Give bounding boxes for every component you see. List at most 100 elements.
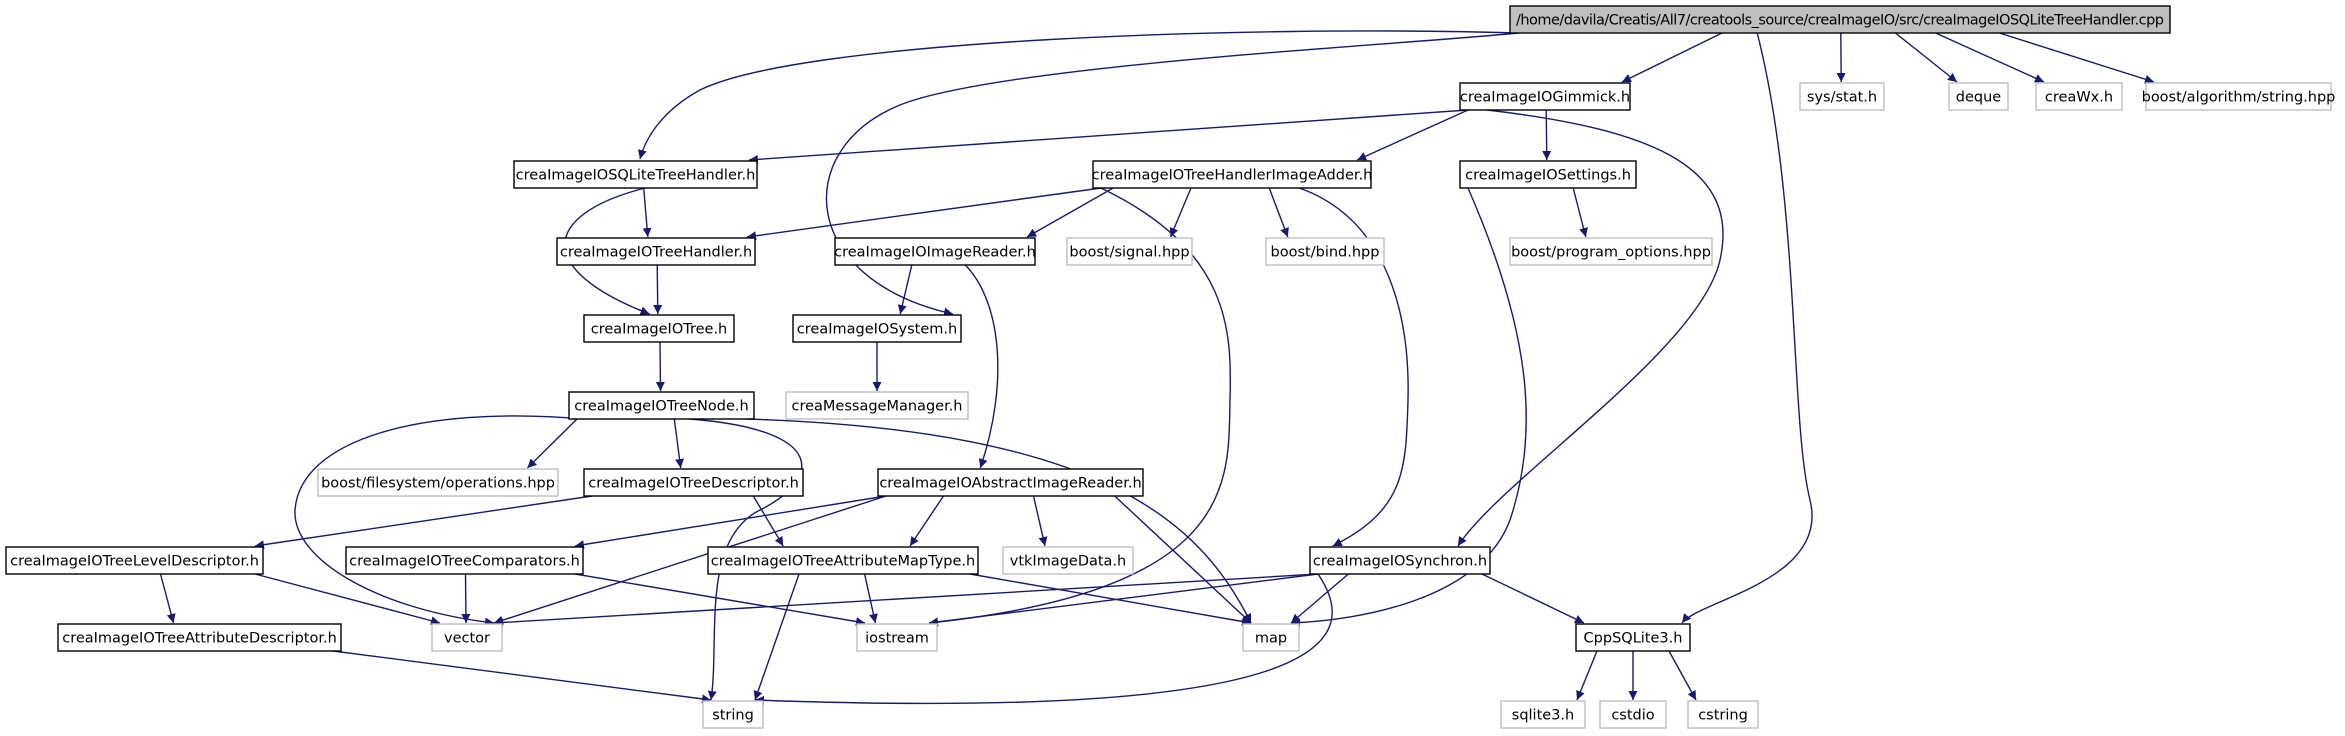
node-treenode[interactable]: creaImageIOTreeNode.h (568, 391, 755, 420)
node-adder[interactable]: creaImageIOTreeHandlerImageAdder.h (1092, 160, 1373, 189)
edge-treenode-to-string (690, 418, 803, 701)
node-system[interactable]: creaImageIOSystem.h (792, 314, 962, 343)
edge-leveldesc-to-vector (254, 573, 441, 626)
edge-adder-to-iostream (928, 187, 1232, 627)
nodes: /home/davila/Creatis/All7/creatools_sour… (5, 5, 2336, 729)
node-box (702, 700, 764, 729)
node-cstring: cstring (1687, 700, 1759, 729)
edge-comparators-to-vector (461, 573, 471, 624)
node-box (345, 546, 584, 575)
node-label: creaImageIOTreeHandlerImageAdder.h (1092, 168, 1373, 184)
node-attrdesc[interactable]: creaImageIOTreeAttributeDescriptor.h (57, 623, 342, 652)
edge-synchron-to-cppsqlite (1481, 573, 1585, 624)
node-box (1092, 160, 1372, 189)
edge-attrmap-to-map (969, 573, 1252, 626)
node-boostprog: boost/program_options.hpp (1509, 237, 1713, 266)
node-comparators[interactable]: creaImageIOTreeComparators.h (345, 546, 584, 575)
node-box (583, 314, 735, 343)
edge-gimmick-to-sqlitetree (748, 109, 1469, 164)
edge-settings-to-boostprog (1572, 187, 1588, 238)
node-label: vtkImageData.h (1010, 554, 1127, 570)
edge-attrmap-to-string (753, 573, 800, 701)
node-sqlite3: sqlite3.h (1500, 700, 1586, 729)
edge-root-to-boostalg (1999, 32, 2155, 84)
edge-adder-to-boostbind (1268, 187, 1289, 238)
node-label: cstring (1698, 708, 1748, 724)
node-box (556, 237, 756, 266)
node-label: sqlite3.h (1512, 708, 1574, 724)
edge-imgreader-to-system (897, 264, 913, 315)
node-label: creaImageIOTreeNode.h (574, 399, 748, 415)
edge-root-to-deque (1894, 32, 1958, 83)
node-box (877, 468, 1144, 497)
node-label: creaImageIOSystem.h (797, 322, 957, 338)
node-label: creaWx.h (2045, 90, 2113, 106)
node-sqlitetree[interactable]: creaImageIOSQLiteTreeHandler.h (513, 160, 758, 189)
node-label: string (712, 708, 754, 724)
node-cppsqlite[interactable]: CppSQLite3.h (1575, 623, 1691, 652)
node-label: creaImageIOSettings.h (1465, 168, 1631, 184)
node-label: cstdio (1611, 708, 1654, 724)
node-box (5, 546, 264, 575)
edge-gimmick-to-synchron (1457, 109, 1724, 547)
edge-adder-to-imgreader (1026, 187, 1114, 238)
node-box (1509, 237, 1713, 266)
node-box (1459, 160, 1637, 189)
node-label: creaImageIOTree.h (591, 322, 728, 338)
node-box (317, 468, 559, 497)
edge-attrdesc-to-string (332, 650, 712, 704)
edge-gimmick-to-adder (1356, 109, 1469, 161)
node-leveldesc[interactable]: creaImageIOTreeLevelDescriptor.h (5, 546, 264, 575)
node-treedesc[interactable]: creaImageIOTreeDescriptor.h (583, 468, 804, 497)
node-treehandler[interactable]: creaImageIOTreeHandler.h (556, 237, 756, 266)
node-root[interactable]: /home/davila/Creatis/All7/creatools_sour… (1509, 5, 2171, 34)
node-gimmick[interactable]: creaImageIOGimmick.h (1459, 82, 1631, 111)
node-label: sys/stat.h (1807, 90, 1877, 106)
node-box (57, 623, 342, 652)
node-label: /home/davila/Creatis/All7/creatools_sour… (1516, 13, 2164, 29)
node-label: creaImageIOTreeDescriptor.h (588, 476, 799, 492)
edge-gimmick-to-settings (1542, 109, 1552, 161)
node-label: creaImageIOSQLiteTreeHandler.h (516, 168, 756, 184)
node-box (2145, 82, 2332, 111)
node-box (1575, 623, 1691, 652)
node-label: boost/bind.hpp (1271, 245, 1380, 261)
edge-comparators-to-iostream (574, 573, 866, 626)
node-box (2035, 82, 2123, 111)
node-box (1509, 5, 2171, 34)
edge-root-to-gimmick (1621, 32, 1723, 83)
node-box (583, 468, 804, 497)
node-map: map (1242, 623, 1300, 652)
node-label: iostream (865, 631, 929, 647)
edge-adder-to-treehandler (746, 187, 1102, 241)
node-label: creaImageIOAbstractImageReader.h (879, 476, 1141, 492)
node-box (1599, 700, 1667, 729)
node-label: boost/algorithm/string.hpp (2142, 90, 2336, 106)
node-imgreader[interactable]: creaImageIOImageReader.h (834, 237, 1036, 266)
edge-synchron-to-map (1290, 573, 1349, 624)
edge-settings-to-map (1290, 187, 1527, 628)
node-boostsignal: boost/signal.hpp (1066, 237, 1193, 266)
node-box (568, 391, 755, 420)
node-cstdio: cstdio (1599, 700, 1667, 729)
node-label: map (1255, 631, 1287, 647)
node-settings[interactable]: creaImageIOSettings.h (1459, 160, 1637, 189)
node-label: deque (1956, 90, 2002, 106)
node-synchron[interactable]: creaImageIOSynchron.h (1309, 546, 1491, 575)
node-absreader[interactable]: creaImageIOAbstractImageReader.h (877, 468, 1144, 497)
edges (159, 30, 2155, 705)
node-label: creaMessageManager.h (792, 399, 963, 415)
node-label: vector (444, 631, 490, 647)
node-creamsg: creaMessageManager.h (785, 391, 969, 420)
node-box (856, 623, 938, 652)
node-string: string (702, 700, 764, 729)
node-box (792, 314, 962, 343)
edge-absreader-to-comparators (574, 495, 887, 550)
node-attrmap[interactable]: creaImageIOTreeAttributeMapType.h (707, 546, 979, 575)
node-box (1265, 237, 1385, 266)
edge-tree-to-treenode (655, 341, 665, 392)
node-tree[interactable]: creaImageIOTree.h (583, 314, 735, 343)
node-boostbind: boost/bind.hpp (1265, 237, 1385, 266)
node-label: creaImageIOTreeAttributeMapType.h (711, 554, 975, 570)
node-box (1948, 82, 2009, 111)
